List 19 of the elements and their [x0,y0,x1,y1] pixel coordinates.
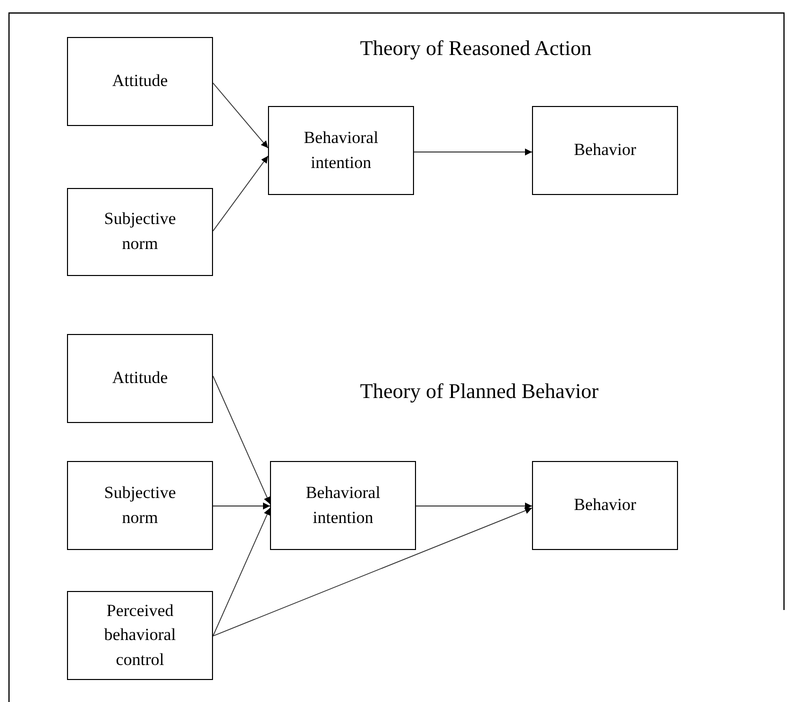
arrow [212,502,270,510]
section-heading: Theory of Reasoned Action [360,35,592,62]
concept-box: Behavioral intention [268,106,414,195]
arrow [212,82,268,148]
concept-box: Behavior [532,106,678,195]
concept-box: Behavior [532,461,678,550]
concept-box: Subjective norm [67,461,213,550]
concept-box: Subjective norm [67,188,213,276]
arrow [212,376,270,504]
concept-box: Perceived behavioral control [67,591,213,680]
arrow [414,148,532,156]
section-heading: Theory of Planned Behavior [360,378,599,404]
arrow [212,156,268,232]
concept-box: Behavioral intention [270,461,416,550]
arrow [416,502,532,510]
arrow [212,507,532,636]
concept-box: Attitude [67,334,213,423]
concept-box: Attitude [67,37,213,126]
arrow [212,508,270,636]
